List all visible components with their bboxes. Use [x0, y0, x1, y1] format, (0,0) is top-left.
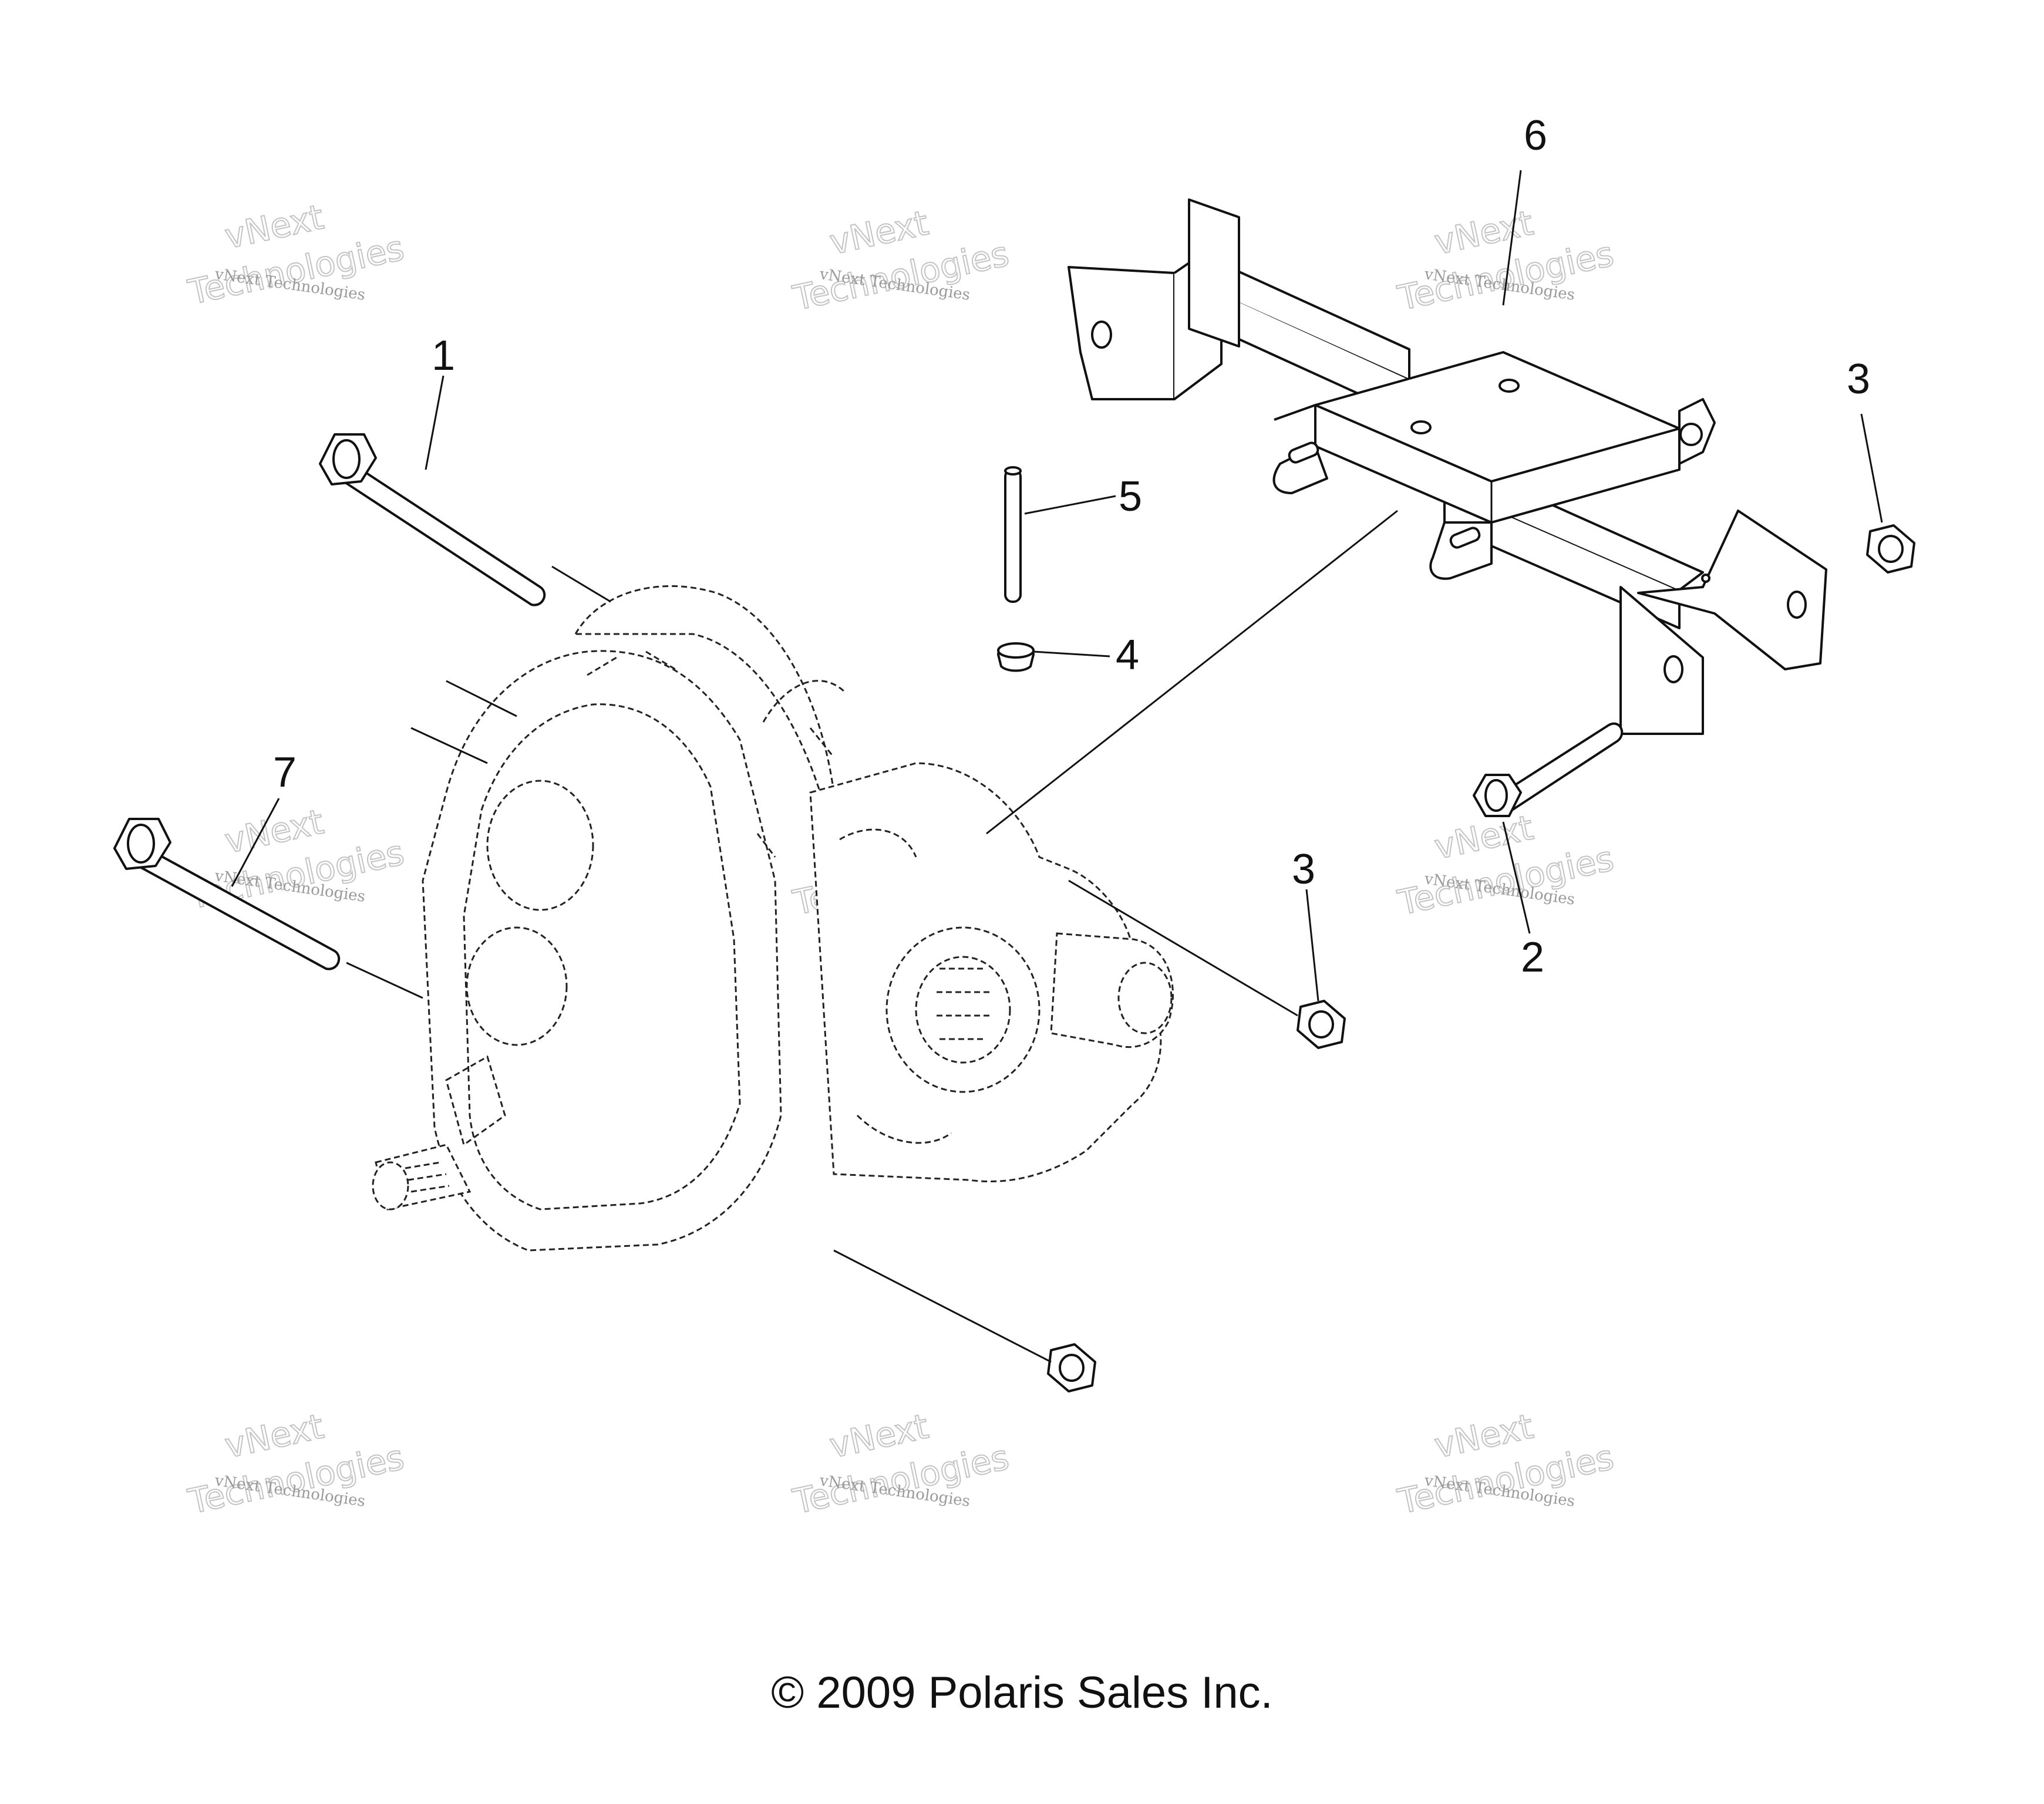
callout-3-upper: 3 [1847, 356, 1870, 403]
assembly-lines [346, 510, 1398, 1363]
callout-labels: 1 2 3 3 4 5 6 7 [273, 112, 1870, 981]
copyright-footer: © 2009 Polaris Sales Inc. [0, 1667, 2044, 1718]
callout-7: 7 [273, 749, 297, 796]
bolt-7 [113, 818, 341, 970]
callout-5: 5 [1119, 473, 1142, 520]
nut-3-upper [1866, 524, 1915, 574]
nut-bottom [1047, 1343, 1096, 1392]
transmission-housing [372, 585, 1174, 1252]
callout-6: 6 [1524, 112, 1547, 159]
clip-4 [997, 642, 1035, 672]
nut-3-lower [1297, 1000, 1346, 1049]
callout-3-lower: 3 [1292, 846, 1315, 893]
callout-4: 4 [1116, 632, 1139, 679]
mount-bracket [1068, 198, 1827, 735]
callout-2: 2 [1521, 934, 1544, 981]
callout-1: 1 [432, 332, 455, 379]
copyright-text: 2009 Polaris Sales Inc. [816, 1668, 1273, 1718]
leader-lines [231, 170, 1883, 1002]
pin-5 [1004, 466, 1022, 603]
bolt-1 [319, 433, 546, 606]
copyright-symbol: © [771, 1668, 804, 1718]
bolt-2 [1473, 722, 1624, 817]
